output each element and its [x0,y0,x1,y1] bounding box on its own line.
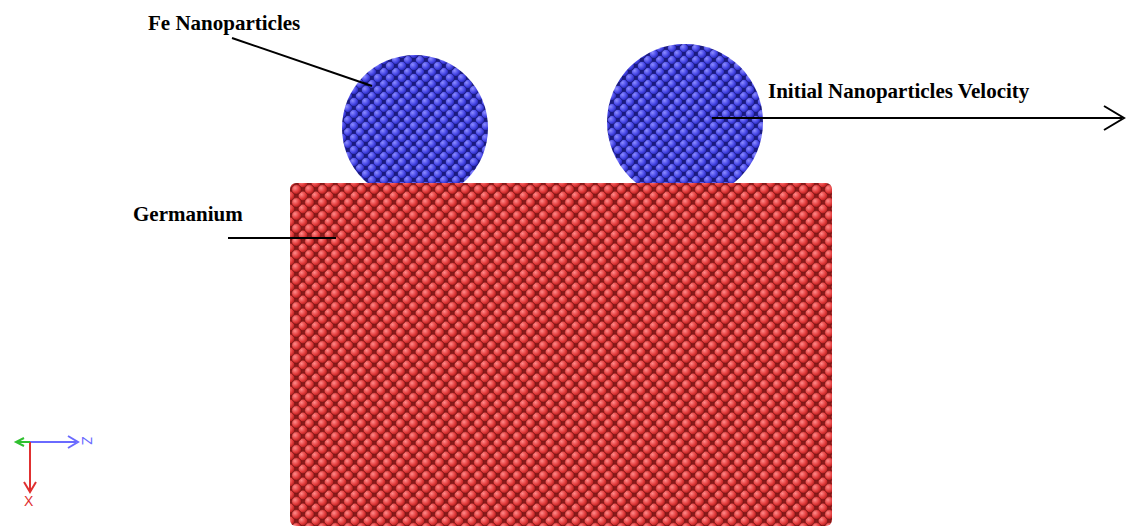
axis-label: Z [79,436,94,445]
axis-arrow [18,441,30,443]
arrow-head [16,438,24,446]
part-label: Initial Nanoparticles Velocity [768,80,1029,103]
germanium-substrate [290,183,832,526]
arrow-head [1104,106,1124,130]
velocity-arrow [712,117,1122,119]
part-label: Germanium [133,203,243,226]
leader-line [228,237,336,239]
fe-nanoparticle [342,55,488,190]
axis-label: X [24,494,33,509]
arrow-head [24,482,36,492]
axis-arrow [30,441,76,443]
part-label: Fe Nanoparticles [148,12,300,35]
leader-line [232,38,372,86]
arrow-head [68,436,78,448]
axis-arrow [29,442,31,490]
